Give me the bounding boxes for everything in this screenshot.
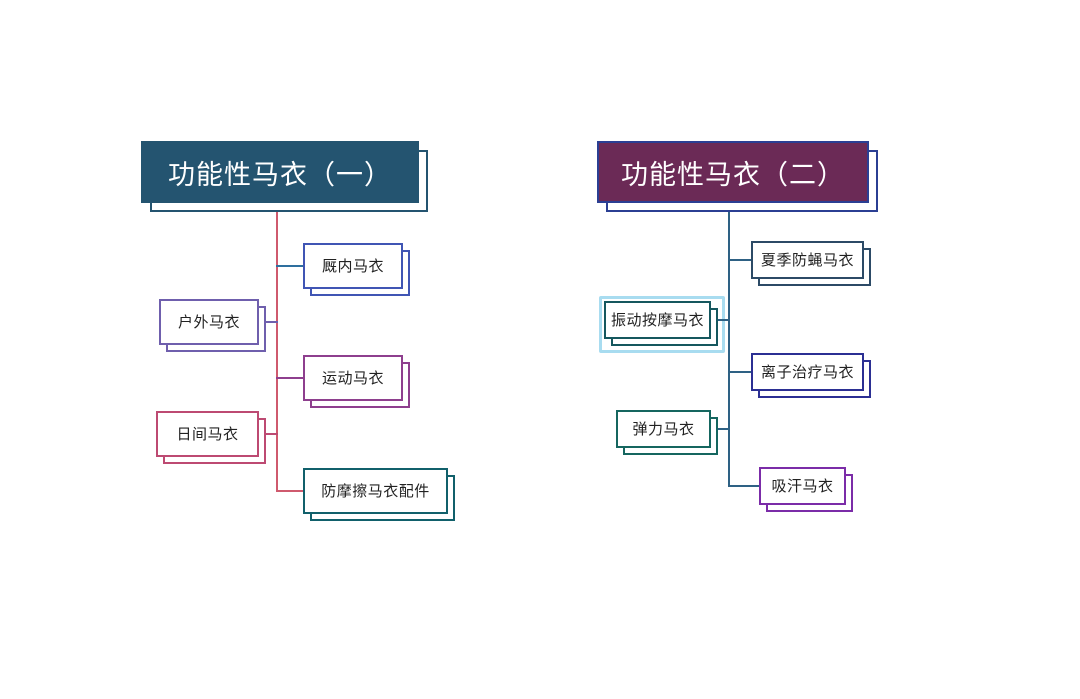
tree-two-right-node-2[interactable]: 吸汗马衣 [759,467,846,505]
tree-one-right-node-0-label: 厩内马衣 [321,257,384,275]
tree-two-trunk-line [728,203,730,487]
tree-one-right-connector-1 [276,377,303,379]
tree-one-left-node-0-label: 户外马衣 [177,313,240,331]
tree-two-right-connector-2 [728,485,759,487]
tree-one-right-connector-0 [276,265,303,267]
tree-one-title-box[interactable]: 功能性马衣（一） [141,141,419,203]
tree-one-trunk-line [276,203,278,492]
tree-one-right-node-2[interactable]: 防摩擦马衣配件 [303,468,448,514]
tree-one-right-node-1-label: 运动马衣 [321,369,384,387]
tree-two-right-node-2-label: 吸汗马衣 [771,477,834,495]
tree-two-left-node-0[interactable]: 振动按摩马衣 [604,301,711,339]
tree-two-left-connector-1 [711,428,730,430]
tree-one-right-node-0[interactable]: 厩内马衣 [303,243,403,289]
tree-one-left-node-1-label: 日间马衣 [176,425,239,443]
tree-two-right-connector-1 [728,371,751,373]
tree-two-left-node-1[interactable]: 弹力马衣 [616,410,711,448]
tree-two-right-node-1-label: 离子治疗马衣 [760,363,854,381]
tree-two-left-connector-0 [711,319,730,321]
tree-one-left-connector-1 [259,433,278,435]
tree-two-title-box[interactable]: 功能性马衣（二） [597,141,869,203]
tree-one-left-node-0[interactable]: 户外马衣 [159,299,259,345]
tree-two-right-connector-0 [728,259,751,261]
tree-one-left-node-1[interactable]: 日间马衣 [156,411,259,457]
tree-two-right-node-0[interactable]: 夏季防蝇马衣 [751,241,864,279]
tree-two-left-node-0-selection-glow [599,296,725,353]
tree-one-right-node-2-label: 防摩擦马衣配件 [321,482,430,500]
tree-two-left-node-0-label: 振动按摩马衣 [610,311,704,329]
tree-one-left-connector-0 [259,321,278,323]
tree-one-right-node-1[interactable]: 运动马衣 [303,355,403,401]
tree-two-left-node-1-label: 弹力马衣 [632,420,695,438]
tree-two-right-node-0-label: 夏季防蝇马衣 [760,251,854,269]
tree-two-title-label: 功能性马衣（二） [621,159,845,190]
tree-two-right-node-1[interactable]: 离子治疗马衣 [751,353,864,391]
tree-one-right-connector-2 [276,490,303,492]
tree-one-title-label: 功能性马衣（一） [168,159,392,190]
